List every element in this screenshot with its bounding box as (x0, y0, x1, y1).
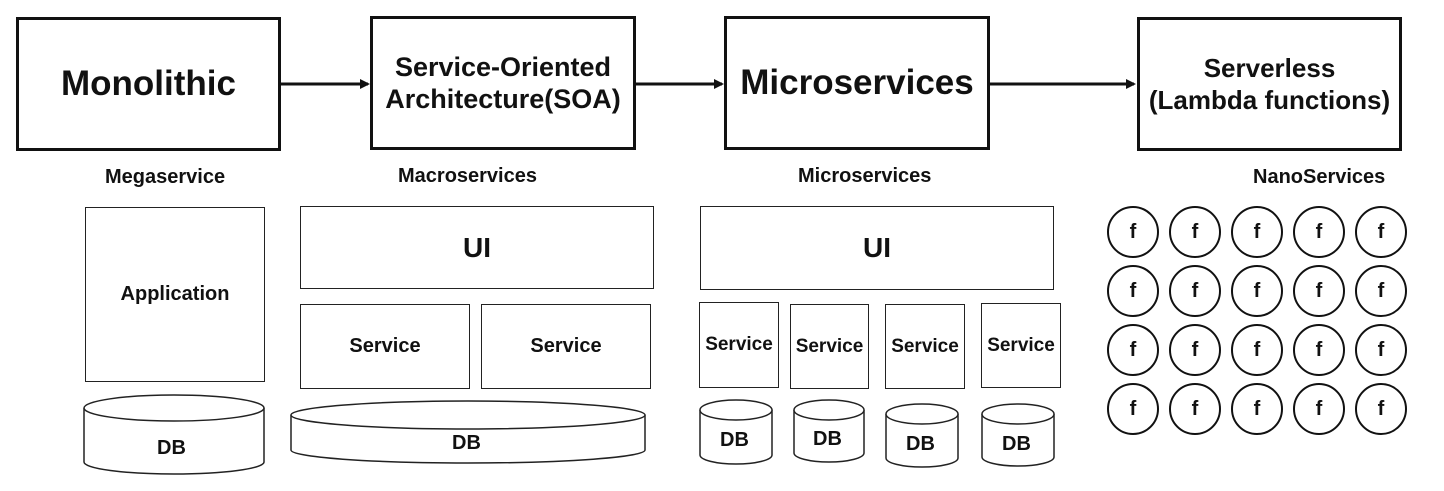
function-circle: f (1293, 265, 1345, 317)
db-label-macroservices: DB (452, 432, 481, 454)
function-label: f (1377, 220, 1385, 243)
db-label-micro-1: DB (720, 429, 749, 451)
function-label: f (1377, 397, 1385, 420)
function-circle: f (1169, 324, 1221, 376)
micro-service-box-3: Service (885, 304, 965, 389)
function-label: f (1315, 220, 1323, 243)
label-macroservices: Macroservices (398, 165, 537, 187)
function-label: f (1129, 220, 1137, 243)
micro-service-box-2: Service (790, 304, 869, 389)
stage-microservices-title: Microservices (740, 63, 974, 102)
stage-serverless: Serverless (Lambda functions) (1137, 17, 1402, 151)
macro-service-label-2: Service (530, 335, 602, 357)
nanoservices-function-grid: f f f f f f f f f f f f f f f f f f f f (1107, 206, 1417, 446)
function-circle: f (1355, 265, 1407, 317)
stage-monolithic: Monolithic (16, 17, 281, 151)
function-circle: f (1355, 206, 1407, 258)
function-circle: f (1231, 383, 1283, 435)
function-circle: f (1231, 324, 1283, 376)
micro-service-label-3: Service (891, 335, 959, 357)
macro-service-box-1: Service (300, 304, 470, 389)
stage-soa-title-line1: Service-Oriented (394, 52, 612, 82)
micro-ui-box: UI (700, 206, 1054, 290)
function-circle: f (1107, 383, 1159, 435)
function-circle: f (1107, 265, 1159, 317)
function-circle: f (1169, 383, 1221, 435)
function-label: f (1377, 279, 1385, 302)
label-microservices: Microservices (798, 165, 932, 187)
stage-soa-title-line2: Architecture(SOA) (385, 84, 621, 114)
function-circle: f (1107, 324, 1159, 376)
db-cylinder-micro-4 (981, 414, 1055, 467)
db-cylinder-micro-3 (885, 414, 959, 468)
label-nanoservices: NanoServices (1253, 166, 1386, 188)
function-label: f (1253, 397, 1261, 420)
function-label: f (1315, 397, 1323, 420)
function-circle: f (1293, 206, 1345, 258)
function-circle: f (1355, 383, 1407, 435)
function-label: f (1129, 279, 1137, 302)
function-circle: f (1231, 206, 1283, 258)
function-circle: f (1293, 324, 1345, 376)
function-circle: f (1231, 265, 1283, 317)
db-cylinder-micro-2 (793, 410, 865, 463)
db-label-micro-2: DB (813, 428, 842, 450)
db-label-megaservice: DB (157, 437, 186, 459)
micro-service-label-4: Service (987, 334, 1055, 356)
db-label-micro-4: DB (1002, 433, 1031, 455)
function-circle: f (1107, 206, 1159, 258)
function-label: f (1191, 397, 1199, 420)
macro-ui-label: UI (463, 231, 491, 263)
macro-service-label-1: Service (349, 335, 421, 357)
micro-ui-label: UI (863, 232, 891, 263)
function-label: f (1191, 338, 1199, 361)
function-label: f (1191, 220, 1199, 243)
stage-serverless-title-line2: (Lambda functions) (1148, 85, 1391, 115)
application-label: Application (120, 283, 230, 305)
function-circle: f (1169, 265, 1221, 317)
application-box: Application (85, 207, 265, 382)
function-label: f (1315, 338, 1323, 361)
function-label: f (1129, 397, 1137, 420)
function-circle: f (1293, 383, 1345, 435)
function-label: f (1191, 279, 1199, 302)
db-cylinder-megaservice (83, 408, 265, 475)
function-label: f (1253, 279, 1261, 302)
function-label: f (1315, 279, 1323, 302)
stage-soa: Service-Oriented Architecture(SOA) (370, 16, 636, 150)
db-label-micro-3: DB (906, 433, 935, 455)
function-label: f (1253, 220, 1261, 243)
function-label: f (1377, 338, 1385, 361)
function-label: f (1253, 338, 1261, 361)
macro-ui-box: UI (300, 206, 654, 289)
function-circle: f (1355, 324, 1407, 376)
stage-microservices: Microservices (724, 16, 990, 150)
stage-monolithic-title: Monolithic (61, 64, 236, 103)
function-label: f (1129, 338, 1137, 361)
label-megaservice: Megaservice (105, 166, 226, 188)
stage-serverless-title-line1: Serverless (1203, 53, 1336, 83)
micro-service-label-2: Service (795, 335, 864, 357)
function-circle: f (1169, 206, 1221, 258)
db-cylinder-micro-1 (699, 410, 773, 465)
micro-service-box-4: Service (981, 303, 1061, 388)
macro-service-box-2: Service (481, 304, 651, 389)
micro-service-box-1: Service (699, 302, 779, 388)
micro-service-label-1: Service (705, 334, 773, 355)
